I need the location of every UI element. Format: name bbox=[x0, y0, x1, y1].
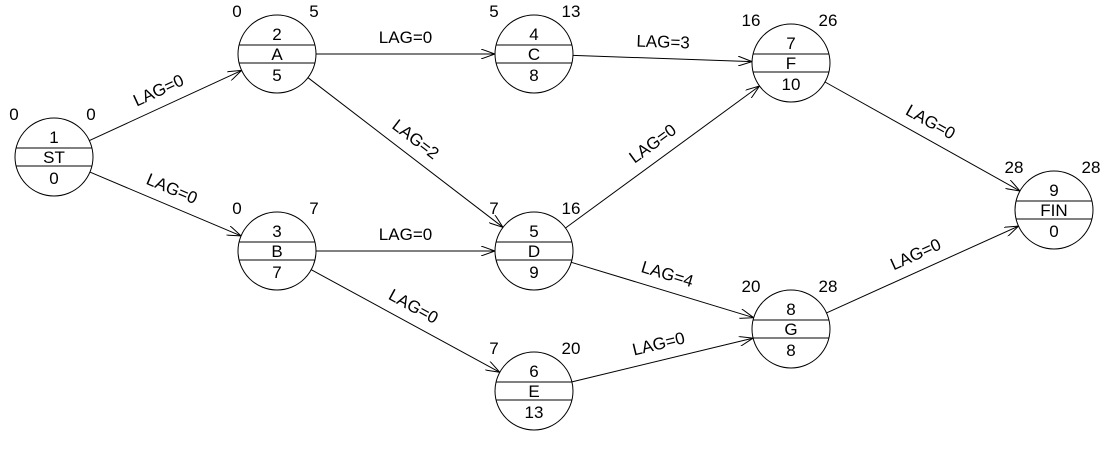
activity-id: 5 bbox=[529, 222, 538, 241]
node-circle bbox=[494, 351, 574, 431]
node-circle bbox=[751, 289, 831, 369]
dependency-edge: LAG=0 bbox=[316, 225, 495, 251]
activity-duration: 7 bbox=[272, 263, 281, 282]
edge-arrow bbox=[89, 70, 241, 142]
dependency-edge: LAG=2 bbox=[307, 77, 503, 228]
activity-name: G bbox=[784, 320, 797, 339]
early-start: 20 bbox=[742, 277, 761, 296]
early-finish: 0 bbox=[86, 105, 95, 124]
activity-name: B bbox=[271, 242, 282, 261]
dependency-edge: LAG=0 bbox=[571, 328, 753, 383]
lag-label: LAG=0 bbox=[385, 285, 441, 327]
node-circle bbox=[494, 211, 574, 291]
early-finish: 20 bbox=[562, 339, 581, 358]
dependency-edge: LAG=3 bbox=[572, 32, 752, 62]
lag-label: LAG=0 bbox=[130, 71, 186, 111]
edge-arrow bbox=[565, 86, 760, 229]
dependency-edge: LAG=0 bbox=[565, 86, 760, 229]
lag-label: LAG=3 bbox=[636, 32, 690, 53]
activity-name: F bbox=[786, 54, 796, 73]
dependency-edge: LAG=0 bbox=[316, 28, 495, 54]
activity-id: 2 bbox=[272, 25, 281, 44]
early-finish: 28 bbox=[819, 277, 838, 296]
early-finish: 5 bbox=[309, 2, 318, 21]
early-start: 28 bbox=[1005, 158, 1024, 177]
dependency-edge: LAG=0 bbox=[89, 70, 241, 142]
node-circle bbox=[237, 14, 317, 94]
activity-node: 7F 10 16 26 bbox=[742, 11, 838, 103]
activity-duration: 0 bbox=[49, 169, 58, 188]
activity-name: FIN bbox=[1040, 201, 1067, 220]
early-start: 5 bbox=[489, 2, 498, 21]
activity-id: 7 bbox=[786, 34, 795, 53]
lag-label: LAG=0 bbox=[144, 170, 201, 208]
early-finish: 7 bbox=[309, 199, 318, 218]
dependency-edge: LAG=0 bbox=[89, 170, 241, 236]
activity-duration: 0 bbox=[1049, 222, 1058, 241]
activity-id: 9 bbox=[1049, 181, 1058, 200]
activity-duration: 13 bbox=[525, 403, 544, 422]
activity-node: 1ST 0 0 0 bbox=[9, 105, 96, 197]
lag-label: LAG=0 bbox=[626, 120, 680, 167]
activity-duration: 10 bbox=[782, 75, 801, 94]
lag-label: LAG=2 bbox=[389, 116, 443, 164]
activity-name: E bbox=[528, 382, 539, 401]
edge-arrow bbox=[310, 269, 500, 373]
activity-node: 4C 8 5 13 bbox=[489, 2, 581, 94]
node-circle bbox=[1014, 170, 1094, 250]
edge-arrow bbox=[571, 261, 753, 317]
early-start: 0 bbox=[232, 2, 241, 21]
early-finish: 13 bbox=[562, 2, 581, 21]
activity-id: 1 bbox=[49, 128, 58, 147]
edge-arrow bbox=[824, 81, 1020, 191]
activity-duration: 8 bbox=[786, 341, 795, 360]
dependency-edge: LAG=0 bbox=[310, 269, 500, 373]
lag-label: LAG=0 bbox=[379, 225, 432, 244]
node-circle bbox=[237, 211, 317, 291]
edge-arrow bbox=[307, 77, 503, 228]
early-start: 7 bbox=[489, 199, 498, 218]
lag-label: LAG=0 bbox=[887, 235, 943, 274]
edge-arrow bbox=[89, 171, 241, 236]
activity-node: 5D 9 7 16 bbox=[489, 199, 581, 291]
edge-arrow bbox=[826, 226, 1019, 314]
dependency-edge: LAG=0 bbox=[824, 81, 1020, 191]
node-circle bbox=[14, 117, 94, 197]
early-start: 16 bbox=[742, 11, 761, 30]
activity-id: 4 bbox=[529, 25, 538, 44]
activity-duration: 5 bbox=[272, 66, 281, 85]
activity-duration: 9 bbox=[529, 263, 538, 282]
lag-label: LAG=4 bbox=[639, 257, 696, 291]
early-finish: 16 bbox=[562, 199, 581, 218]
activity-id: 8 bbox=[786, 300, 795, 319]
dependency-edge: LAG=0 bbox=[826, 226, 1019, 314]
activity-node: 2A 5 0 5 bbox=[232, 2, 319, 94]
early-finish: 26 bbox=[819, 11, 838, 30]
activity-name: C bbox=[528, 45, 540, 64]
early-start: 0 bbox=[232, 199, 241, 218]
activity-name: A bbox=[271, 45, 283, 64]
node-circle bbox=[751, 23, 831, 103]
lag-label: LAG=0 bbox=[903, 101, 959, 144]
dependency-edge: LAG=4 bbox=[571, 257, 753, 317]
early-start: 0 bbox=[9, 105, 18, 124]
activity-name: ST bbox=[43, 148, 65, 167]
edge-arrow bbox=[572, 54, 752, 61]
early-finish: 28 bbox=[1082, 158, 1101, 177]
activity-duration: 8 bbox=[529, 66, 538, 85]
activity-id: 3 bbox=[272, 222, 281, 241]
lag-label: LAG=0 bbox=[630, 328, 686, 359]
node-circle bbox=[494, 14, 574, 94]
lag-label: LAG=0 bbox=[379, 28, 432, 47]
activity-node: 6E 13 7 20 bbox=[489, 339, 581, 431]
activity-id: 6 bbox=[529, 362, 538, 381]
early-start: 7 bbox=[489, 339, 498, 358]
activity-node: 3B 7 0 7 bbox=[232, 199, 319, 291]
activity-name: D bbox=[528, 242, 540, 261]
edge-arrow bbox=[571, 338, 753, 383]
